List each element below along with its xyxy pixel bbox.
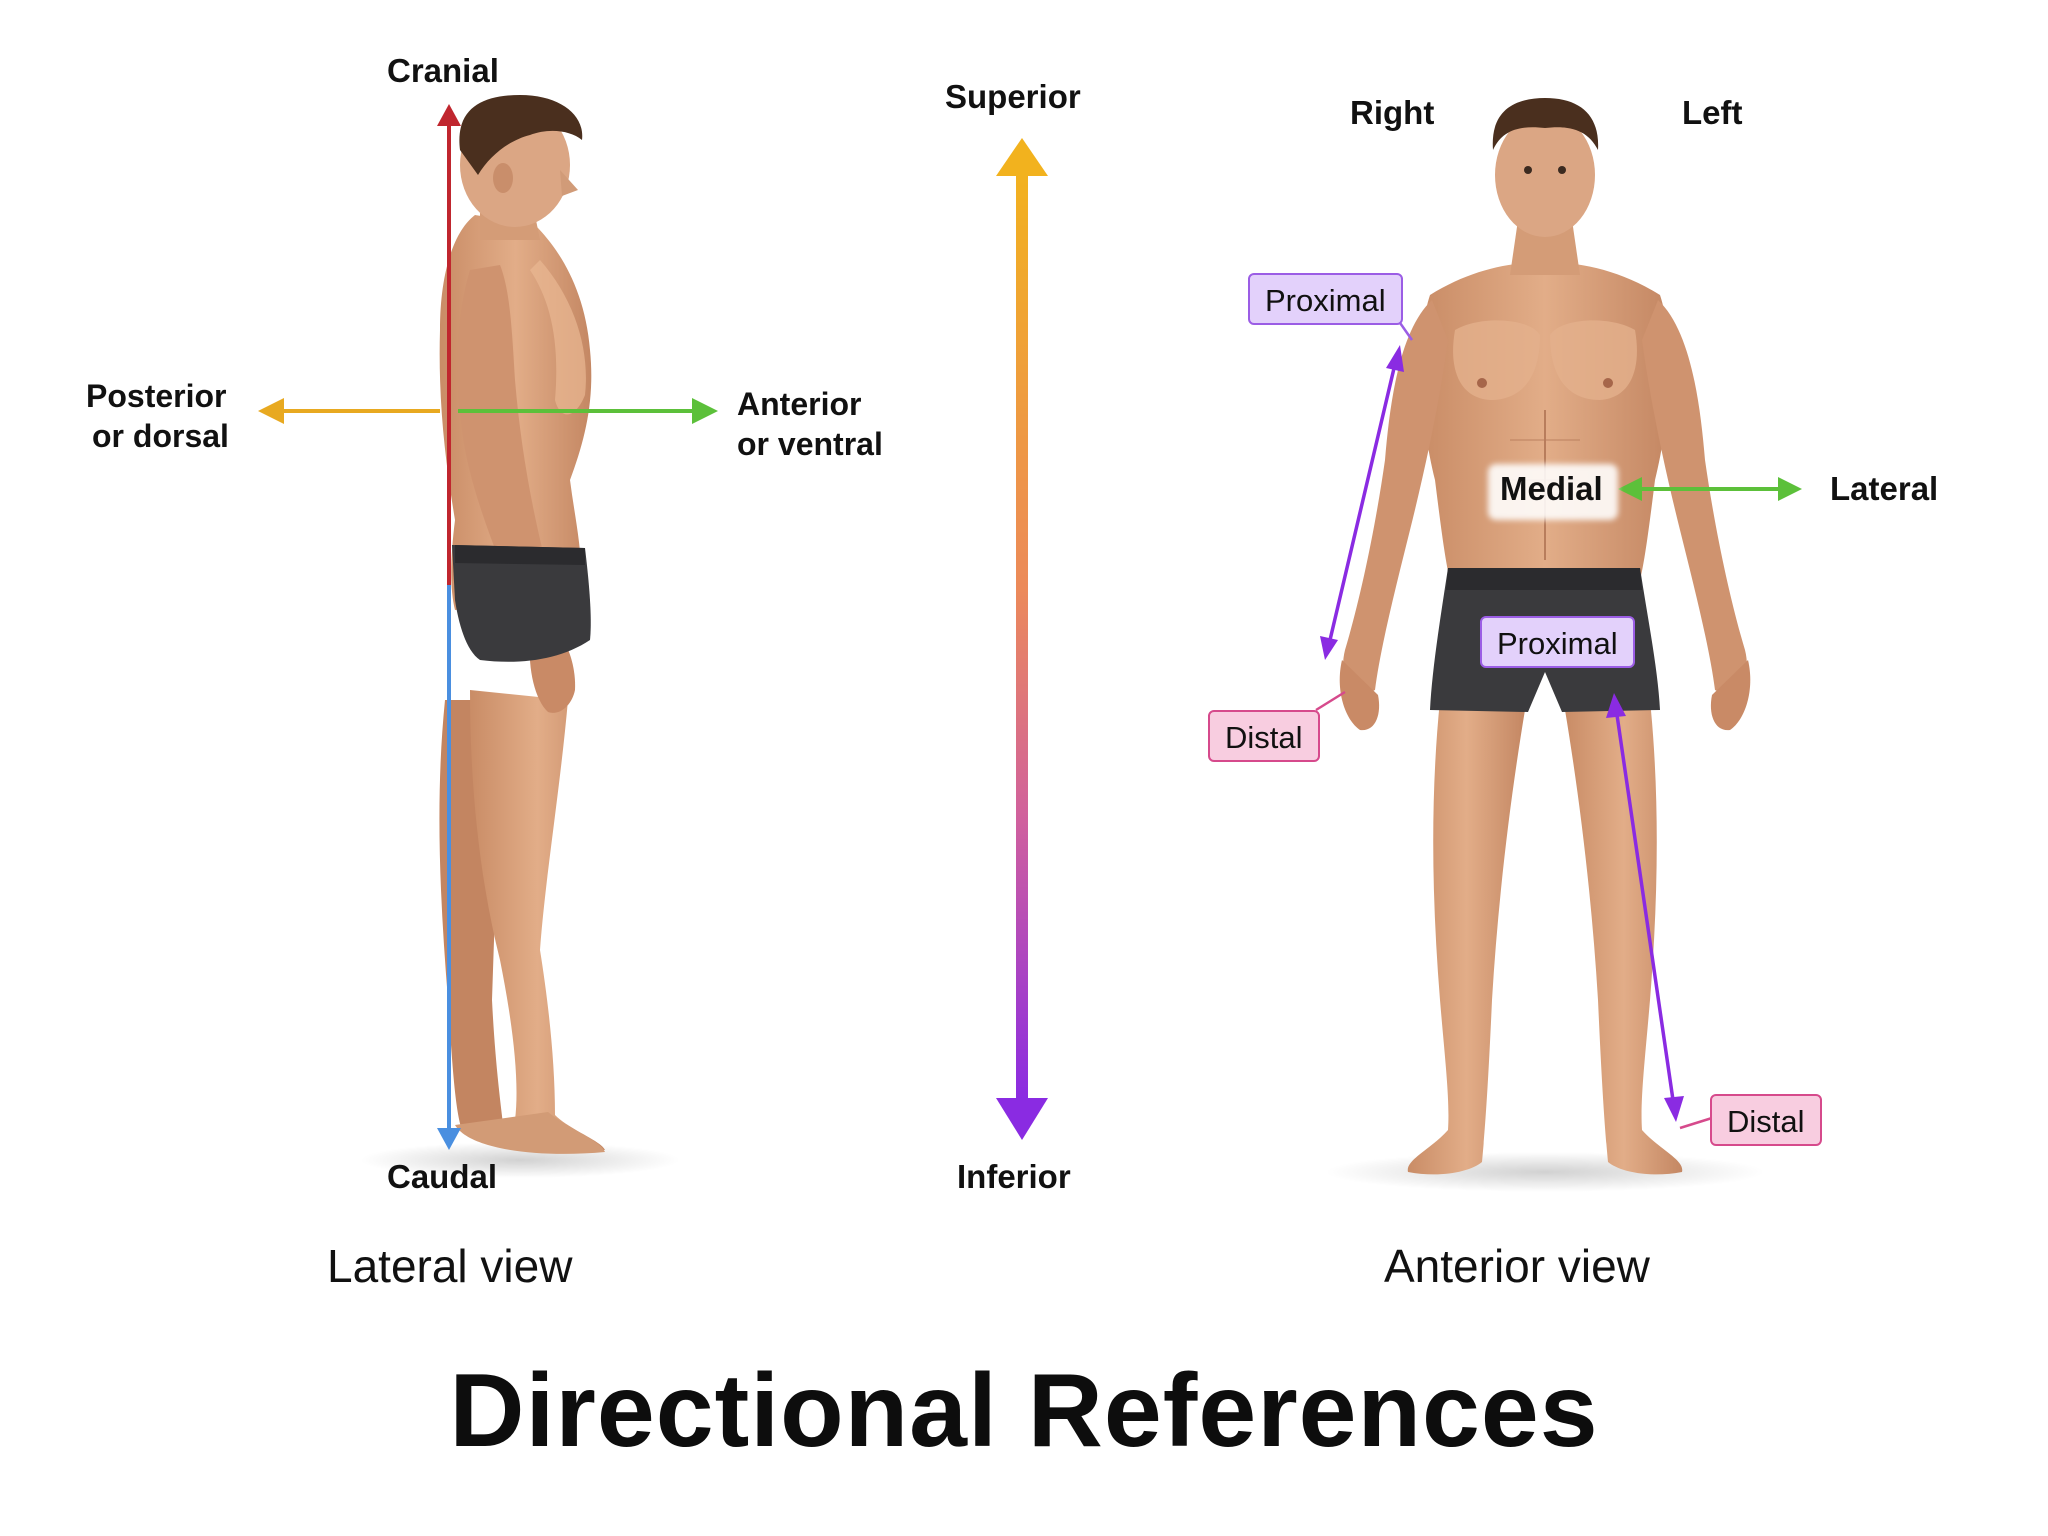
leg-proximal-tag: Proximal xyxy=(1480,616,1635,668)
lateral-view-caption: Lateral view xyxy=(327,1240,573,1292)
posterior-label-line2: or dorsal xyxy=(92,418,229,454)
left-side-label: Left xyxy=(1682,94,1743,131)
right-side-label: Right xyxy=(1350,94,1435,131)
caudal-arrow xyxy=(437,585,461,1150)
arm-distal-tag: Distal xyxy=(1208,710,1320,762)
superior-label: Superior xyxy=(945,78,1081,115)
medial-lateral-arrow xyxy=(1618,477,1802,501)
anterior-view-caption: Anterior view xyxy=(1384,1240,1650,1292)
leg-proximal-distal-arrow xyxy=(1606,693,1713,1130)
cranial-arrow xyxy=(437,104,461,585)
leg-distal-tag: Distal xyxy=(1710,1094,1822,1146)
anterior-arrow xyxy=(458,398,718,424)
caudal-label: Caudal xyxy=(387,1158,498,1195)
inferior-label: Inferior xyxy=(957,1158,1071,1195)
lateral-label: Lateral xyxy=(1830,470,1939,507)
medial-label-backdrop xyxy=(1488,464,1618,520)
superior-inferior-arrow xyxy=(996,138,1048,1140)
posterior-label-line1: Posterior xyxy=(86,378,227,414)
posterior-label: Posterior or dorsal xyxy=(86,376,229,456)
arm-proximal-tag: Proximal xyxy=(1248,273,1403,325)
cranial-label: Cranial xyxy=(387,52,499,89)
page-title: Directional References xyxy=(449,1353,1599,1469)
anterior-label-line2: or ventral xyxy=(737,426,883,462)
anterior-label: Anterior or ventral xyxy=(737,384,883,464)
posterior-arrow xyxy=(258,398,440,424)
human-figure-side-icon xyxy=(360,95,680,1178)
anterior-label-line1: Anterior xyxy=(737,386,862,422)
medial-label: Medial xyxy=(1500,470,1603,507)
arm-proximal-distal-arrow xyxy=(1315,319,1414,712)
